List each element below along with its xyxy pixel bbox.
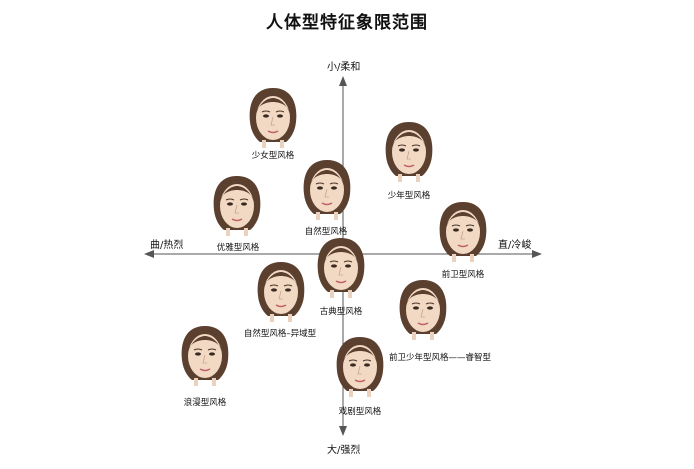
face-qianwei-shaonian — [397, 278, 449, 342]
axis-label-right: 直/冷峻 — [498, 240, 532, 251]
face-youya — [211, 174, 263, 238]
label-shaonian: 少年型风格 — [387, 191, 431, 201]
axis-label-top: 小/柔和 — [327, 62, 361, 73]
axis-label-left: 曲/热烈 — [150, 240, 184, 251]
face-xiju — [334, 335, 386, 399]
axis-label-bottom: 大/强烈 — [327, 445, 361, 456]
face-ziran-yiguo — [255, 260, 307, 324]
label-shaonv: 少女型风格 — [251, 151, 295, 161]
face-ziran — [301, 158, 353, 222]
label-gudian: 古典型风格 — [319, 307, 363, 317]
face-shaonv — [247, 86, 299, 150]
label-ziran-yiguo: 自然型风格–异域型 — [243, 329, 317, 339]
face-shaonian — [383, 120, 435, 184]
face-qianwei — [437, 200, 489, 264]
face-langman — [179, 324, 231, 388]
label-ziran: 自然型风格 — [304, 227, 348, 237]
face-gudian — [315, 236, 367, 300]
label-xiju: 戏剧型风格 — [338, 407, 382, 417]
page-title: 人体型特征象限范围 — [266, 13, 428, 33]
label-youya: 优雅型风格 — [216, 243, 260, 253]
label-qianwei: 前卫型风格 — [441, 270, 485, 280]
label-langman: 浪漫型风格 — [183, 398, 227, 408]
label-qianwei-shaonian: 前卫少年型风格——睿智型 — [388, 353, 492, 363]
